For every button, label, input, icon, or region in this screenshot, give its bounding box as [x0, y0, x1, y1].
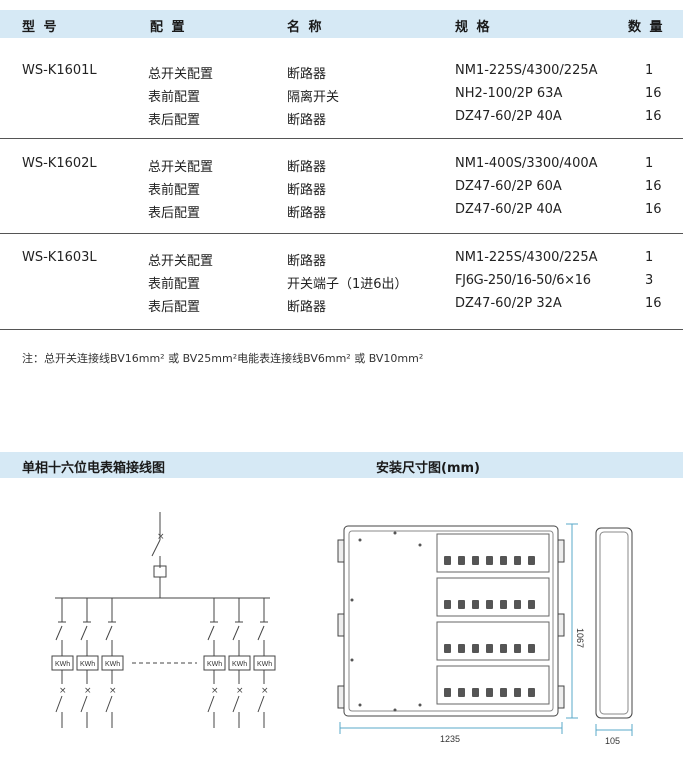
header-config: 配 置: [150, 20, 187, 35]
config-cell: 总开关配置: [148, 254, 214, 269]
front-view: [337, 525, 565, 717]
row-divider: [0, 329, 683, 330]
wiring-diagram-title: 单相十六位电表箱接线图: [22, 461, 166, 476]
spec-cell: NM1-400S/3300/400A: [455, 156, 598, 171]
name-cell: 断路器: [287, 206, 327, 221]
spec-cell: FJ6G-250/16-50/6×16: [455, 273, 591, 288]
svg-text:×: ×: [211, 686, 219, 696]
breaker-blocks: [350, 531, 535, 712]
svg-text:×: ×: [109, 686, 117, 696]
box-outer: [343, 525, 559, 717]
kwh-meter: [253, 655, 276, 671]
qty-cell: 16: [645, 86, 662, 101]
name-cell: 断路器: [287, 300, 327, 315]
spec-cell: NH2-100/2P 63A: [455, 86, 563, 101]
kwh-meter: [51, 655, 74, 671]
kwh-meter: [76, 655, 99, 671]
qty-cell: 1: [645, 156, 654, 171]
table-header: 型 号 配 置 名 称 规 格 数 量: [0, 10, 683, 38]
kwh-label: KWh: [257, 661, 272, 668]
branch: ×: [55, 598, 67, 728]
qty-cell: 16: [645, 202, 662, 217]
branch: ×: [207, 598, 219, 728]
name-cell: 断路器: [287, 183, 327, 198]
dimension-lines: [339, 523, 633, 736]
name-cell: 断路器: [287, 113, 327, 128]
name-cell: 断路器: [287, 254, 327, 269]
branch: ×: [232, 598, 244, 728]
config-cell: 表前配置: [148, 183, 201, 198]
wiring-diagram: × × ×: [51, 512, 276, 728]
row-divider: [0, 233, 683, 234]
spec-cell: DZ47-60/2P 40A: [455, 202, 562, 217]
section-bar: 单相十六位电表箱接线图 安装尺寸图(mm): [0, 452, 683, 478]
svg-text:×: ×: [59, 686, 67, 696]
kwh-meter: [228, 655, 251, 671]
qty-cell: 1: [645, 250, 654, 265]
config-cell: 总开关配置: [148, 67, 214, 82]
model-cell: WS-K1601L: [22, 63, 97, 78]
main-switch-mark: ×: [157, 532, 165, 542]
config-cell: 表后配置: [148, 300, 201, 315]
svg-text:×: ×: [84, 686, 92, 696]
qty-cell: 16: [645, 296, 662, 311]
main-switch-blade: [151, 539, 161, 557]
config-cell: 表后配置: [148, 206, 201, 221]
svg-text:×: ×: [261, 686, 269, 696]
width-dimension: 1235: [440, 734, 460, 744]
qty-cell: 1: [645, 63, 654, 78]
height-dimension: 1067: [575, 628, 585, 648]
kwh-label: KWh: [80, 661, 95, 668]
spec-cell: NM1-225S/4300/225A: [455, 63, 598, 78]
qty-cell: 3: [645, 273, 654, 288]
spec-cell: NM1-225S/4300/225A: [455, 250, 598, 265]
header-spec: 规 格: [455, 20, 492, 35]
qty-cell: 16: [645, 109, 662, 124]
branch: ×: [257, 598, 269, 728]
branch: ×: [105, 598, 117, 728]
kwh-label: KWh: [207, 661, 222, 668]
kwh-label: KWh: [105, 661, 120, 668]
header-model: 型 号: [22, 20, 59, 35]
name-cell: 断路器: [287, 160, 327, 175]
model-cell: WS-K1603L: [22, 250, 97, 265]
config-cell: 表前配置: [148, 277, 201, 292]
spec-cell: DZ47-60/2P 40A: [455, 109, 562, 124]
config-cell: 表前配置: [148, 90, 201, 105]
spec-cell: DZ47-60/2P 32A: [455, 296, 562, 311]
branch: ×: [80, 598, 92, 728]
header-name: 名 称: [287, 20, 324, 35]
name-cell: 隔离开关: [287, 90, 340, 105]
depth-dimension: 105: [605, 736, 620, 746]
spec-cell: DZ47-60/2P 60A: [455, 179, 562, 194]
svg-text:×: ×: [236, 686, 244, 696]
row-divider: [0, 138, 683, 139]
name-cell: 断路器: [287, 67, 327, 82]
kwh-meter: [203, 655, 226, 671]
name-cell: 开关端子（1进6出）: [287, 277, 408, 292]
kwh-label: KWh: [232, 661, 247, 668]
config-cell: 表后配置: [148, 113, 201, 128]
side-view: [595, 527, 633, 719]
config-cell: 总开关配置: [148, 160, 214, 175]
qty-cell: 16: [645, 179, 662, 194]
kwh-label: KWh: [55, 661, 70, 668]
kwh-meter: [101, 655, 124, 671]
model-cell: WS-K1602L: [22, 156, 97, 171]
dimension-drawing-title: 安装尺寸图(mm): [376, 461, 480, 476]
header-qty: 数 量: [628, 20, 665, 35]
wiring-note: 注：总开关连接线BV16mm² 或 BV25mm²电能表连接线BV6mm² 或 …: [22, 352, 424, 365]
